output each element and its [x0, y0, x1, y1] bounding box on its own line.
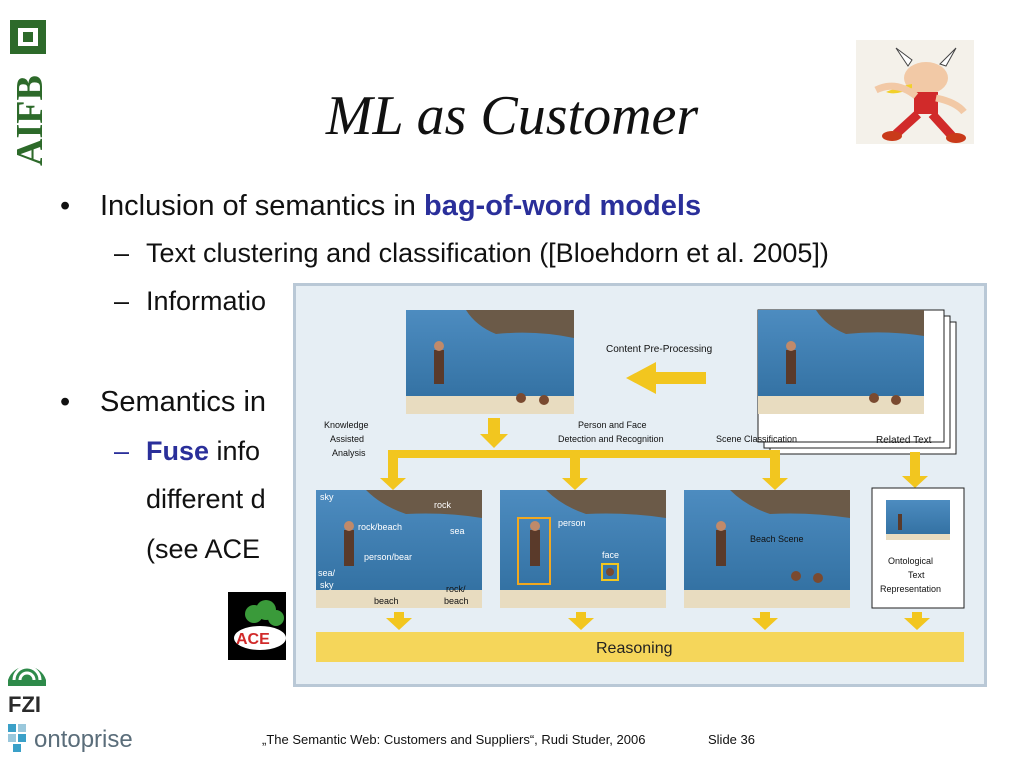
source-photo [406, 310, 574, 414]
knowledge-label: Knowledge [324, 420, 369, 430]
sub-dash: – [114, 238, 130, 268]
related-photo [758, 310, 924, 414]
reasoning-arrows [386, 612, 930, 630]
face-bounding-box [601, 563, 619, 581]
representation-label: Representation [880, 584, 941, 594]
region-label: sky [320, 580, 334, 590]
ontoprise-mark-icon [8, 724, 26, 752]
bullet-dot: • [60, 386, 71, 418]
person-label: person [558, 518, 586, 528]
related-text-label: Related Text [876, 435, 932, 446]
bullet-dot: • [60, 190, 71, 222]
continuation-line-1: different d [146, 484, 266, 514]
left-arrow-icon [626, 362, 706, 394]
reasoning-bar [316, 632, 964, 662]
ontoprise-logo: ontoprise [6, 718, 156, 758]
slide-title: ML as Customer [325, 85, 699, 147]
person-face-label: Person and Face [578, 420, 647, 430]
region-label: sky [320, 492, 334, 502]
face-label: face [602, 550, 619, 560]
sub-bullet-1-2-text: Informatio [146, 286, 267, 316]
ontological-thumbnail [886, 500, 950, 540]
scene-panel: Beach Scene [684, 490, 850, 608]
region-label: beach [374, 596, 399, 606]
slide-number: Slide 36 [708, 732, 755, 747]
region-label: person/bear [364, 552, 412, 562]
bullet-1-highlight: bag-of-word models [423, 190, 702, 222]
region-label: sea [450, 526, 465, 536]
analysis-label: Analysis [332, 448, 366, 458]
reasoning-label: Reasoning [596, 640, 673, 657]
ace-logo-text: ACE [236, 631, 270, 648]
asterix-cartoon-image [856, 40, 974, 144]
footer-citation: „The Semantic Web: Customers and Supplie… [262, 732, 646, 747]
region-label: rock/beach [358, 522, 402, 532]
assisted-label: Assisted [330, 434, 364, 444]
sub-bullet-2-1-text: Fuse info [146, 436, 260, 467]
fuse-rest: info [209, 436, 261, 466]
semantic-image-analysis-figure: Related Text Content Pre-Processing Know… [293, 283, 987, 687]
person-bounding-box [517, 517, 551, 585]
detection-panel: person face [500, 490, 666, 608]
ontological-label: Ontological [888, 556, 933, 566]
beach-scene-label: Beach Scene [750, 534, 804, 544]
fuse-highlight: Fuse [146, 436, 210, 466]
continuation-line-2: (see ACE [146, 534, 261, 564]
region-label: rock/ [446, 584, 466, 594]
sub-dash: – [114, 436, 130, 466]
detection-recognition-label: Detection and Recognition [558, 434, 664, 444]
ace-logo: ACE [228, 592, 286, 660]
segmentation-panel: sky rock rock/beach sea person/bear sea/… [316, 490, 482, 608]
scene-classification-label: Scene Classification [716, 434, 797, 444]
flow-arrows [380, 418, 928, 490]
fzi-logo: FZI [8, 665, 46, 716]
sub-bullet-1-1-text: Text clustering and classification ([Blo… [146, 238, 829, 268]
ontoprise-logo-text: ontoprise [34, 726, 133, 753]
content-preprocessing-label: Content Pre-Processing [606, 344, 712, 355]
bullet-2-text: Semantics in [100, 386, 267, 418]
region-label: sea/ [318, 568, 336, 578]
aifb-logo: AIFB [9, 20, 48, 166]
text-label: Text [908, 570, 925, 580]
fzi-logo-text: FZI [8, 692, 41, 716]
svg-text:AIFB: AIFB [9, 75, 48, 166]
sub-dash: – [114, 286, 130, 316]
region-label: beach [444, 596, 469, 606]
bullet-1-text: Inclusion of semantics in bag-of-word mo… [100, 190, 701, 223]
bullet-1-prefix: Inclusion of semantics in [100, 190, 424, 222]
region-label: rock [434, 500, 452, 510]
